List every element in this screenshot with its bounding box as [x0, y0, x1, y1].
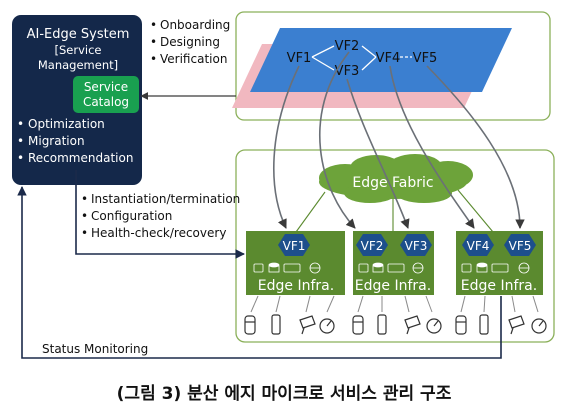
fabric-link-node3 — [457, 189, 494, 233]
edge-node-2: VF2 VF3 Edge Infra. — [353, 231, 434, 295]
node3-vf5-hex — [504, 234, 536, 256]
deploy-arrow-vf1 — [272, 65, 300, 229]
capability-bullet-1: • — [17, 117, 24, 131]
deploy-arrow-vf4 — [389, 65, 475, 229]
node2-vf3-hex — [400, 234, 432, 256]
node3-vf4: VF4 — [467, 239, 490, 253]
step-onboarding: Onboarding — [160, 18, 230, 32]
node1-label: Edge Infra. — [258, 278, 334, 294]
node2-memory-icon — [387, 263, 405, 273]
step-bullet-2: • — [150, 35, 157, 49]
phone-icon — [377, 314, 387, 335]
edge-fabric-cloud: Edge Fabric — [319, 154, 473, 203]
node2-hw-icons — [358, 262, 424, 274]
op-health-check: Health-check/recovery — [91, 226, 226, 240]
service-catalog-line1: Service — [84, 80, 128, 94]
link-vf2-vf4 — [361, 45, 377, 58]
edge-node-1: VF1 Edge Infra. — [246, 231, 345, 295]
node2-vf2-hex — [356, 234, 388, 256]
op-bullet-1: • — [81, 192, 88, 206]
node1-vf1: VF1 — [283, 239, 306, 253]
fabric-link-node1 — [295, 191, 326, 233]
vf-chain-vf1: VF1 — [287, 51, 312, 66]
camera-icon — [508, 315, 525, 335]
node3-vf4-hex — [462, 234, 494, 256]
status-monitoring-arrow — [17, 186, 502, 359]
op-configuration: Configuration — [91, 209, 172, 223]
service-design-panel — [232, 11, 551, 121]
deployment-arrows — [272, 51, 525, 229]
system-title: AI-Edge System — [27, 27, 130, 42]
node2-vf2: VF2 — [361, 239, 384, 253]
control-arrow — [75, 170, 245, 259]
lifecycle-ops: • Instantiation/termination • Configurat… — [81, 192, 240, 240]
gauge-icon — [319, 318, 335, 334]
vf-chain-links — [311, 45, 412, 71]
car-icon — [352, 315, 364, 335]
phone-icon — [479, 314, 489, 335]
op-instantiation: Instantiation/termination — [91, 192, 240, 206]
system-subtitle-2: Management] — [38, 58, 118, 72]
step-bullet-1: • — [150, 18, 157, 32]
node3-label: Edge Infra. — [461, 278, 537, 294]
op-bullet-2: • — [81, 209, 88, 223]
vf-chain-vf3: VF3 — [335, 64, 360, 79]
camera-icon — [299, 315, 316, 335]
car-icon — [244, 315, 256, 335]
capability-bullet-3: • — [17, 151, 24, 165]
deploy-arrow-vf3 — [346, 78, 410, 229]
service-catalog-box — [73, 76, 139, 113]
node1-memory-icon — [283, 263, 301, 273]
node1-chip-icon — [253, 263, 264, 273]
gauge-icon — [531, 318, 547, 334]
gauge-icon — [426, 318, 442, 334]
node3-vf5: VF5 — [509, 239, 532, 253]
phone-icon — [271, 314, 281, 335]
step-verification: Verification — [160, 52, 227, 66]
edge-fabric-label: Edge Fabric — [352, 175, 433, 191]
iot-devices — [244, 314, 547, 335]
node2-label: Edge Infra. — [355, 278, 431, 294]
node3-memory-icon — [491, 263, 509, 273]
link-vf1-vf2 — [311, 45, 335, 58]
node2-chip-icon — [358, 263, 369, 273]
capability-bullet-2: • — [17, 134, 24, 148]
figure-caption: (그림 3) 분산 에지 마이크로 서비스 관리 구조 — [116, 384, 452, 404]
vf-chain-vf5: VF5 — [413, 51, 438, 66]
step-designing: Designing — [160, 35, 220, 49]
car-icon — [455, 315, 467, 335]
service-catalog-line2: Catalog — [83, 95, 129, 109]
node3-hw-icons — [461, 262, 530, 274]
ai-edge-system-box: AI-Edge System [Service Management] Serv… — [12, 15, 142, 185]
deploy-arrow-vf2 — [319, 51, 356, 229]
op-bullet-3: • — [81, 226, 88, 240]
node1-vf1-hex — [278, 234, 310, 256]
device-links — [250, 295, 539, 313]
node1-hw-icons — [253, 262, 321, 274]
capability-recommendation: Recommendation — [28, 151, 133, 165]
link-vf1-vf3 — [311, 56, 335, 71]
design-steps: • Onboarding • Designing • Verification — [150, 18, 230, 66]
edge-node-3: VF4 VF5 Edge Infra. — [456, 231, 543, 295]
node2-vf3: VF3 — [405, 239, 428, 253]
camera-icon — [404, 315, 421, 335]
blue-layer — [250, 28, 512, 92]
deploy-arrow-vf5 — [426, 65, 525, 229]
vf-chain-vf4: VF4 — [376, 51, 401, 66]
status-monitoring-label: Status Monitoring — [42, 342, 148, 356]
link-vf3-vf4 — [361, 56, 377, 71]
step-bullet-3: • — [150, 52, 157, 66]
vf-chain-vf2: VF2 — [335, 39, 360, 54]
node3-chip-icon — [461, 263, 472, 273]
fabric-links — [295, 189, 494, 233]
system-subtitle-1: [Service — [55, 43, 102, 57]
vf-chain: VF1 VF2 VF3 VF4 VF5 — [287, 39, 438, 79]
capability-migration: Migration — [28, 134, 85, 148]
capability-optimization: Optimization — [28, 117, 105, 131]
